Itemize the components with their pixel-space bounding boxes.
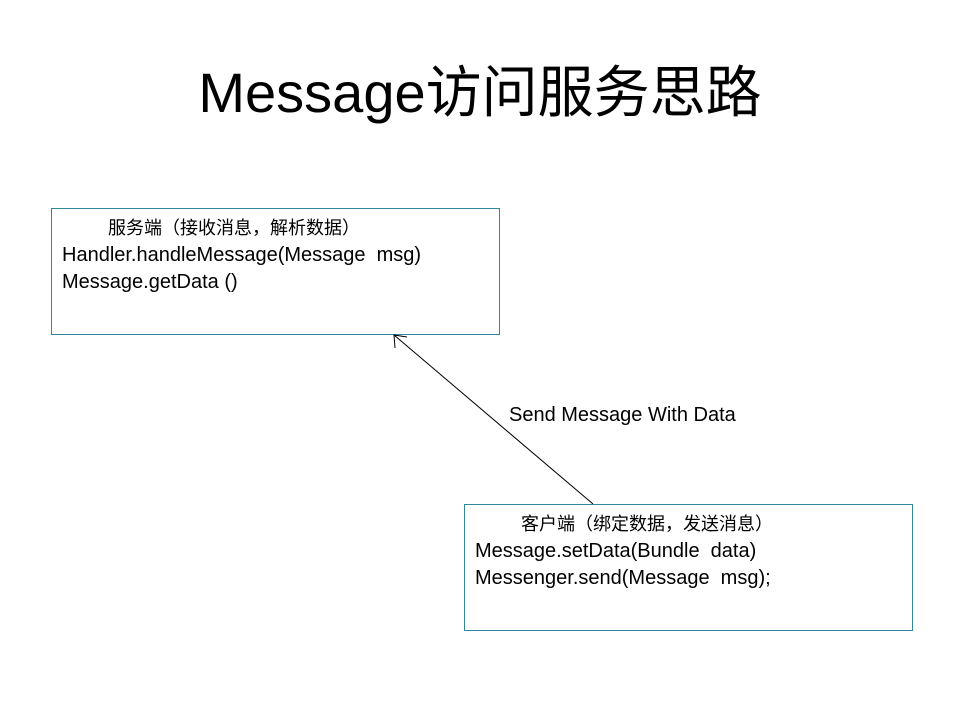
slide-title: Message访问服务思路 xyxy=(198,61,762,124)
server-line: Handler.handleMessage(Message msg) xyxy=(62,244,422,266)
client-line: Messenger.send(Message msg); xyxy=(475,567,771,589)
client-heading: 客户端（绑定数据，发送消息） xyxy=(521,514,773,535)
server-line: Message.getData () xyxy=(62,271,238,293)
client-box: 客户端（绑定数据，发送消息） Message.setData(Bundle da… xyxy=(464,504,913,631)
arrow-line xyxy=(393,334,594,505)
arrow-head-icon xyxy=(393,334,408,349)
server-heading: 服务端（接收消息，解析数据） xyxy=(108,218,360,239)
arrow-label: Send Message With Data xyxy=(509,404,736,426)
server-box: 服务端（接收消息，解析数据） Handler.handleMessage(Mes… xyxy=(51,208,500,335)
client-line: Message.setData(Bundle data) xyxy=(475,540,757,562)
